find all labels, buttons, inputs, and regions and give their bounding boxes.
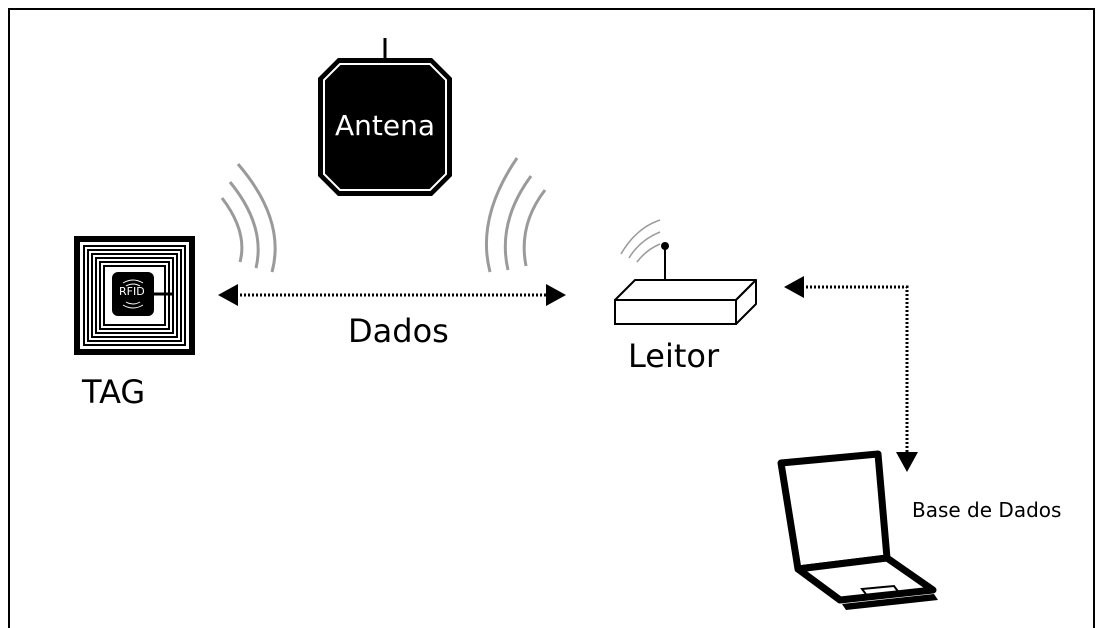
right-radio-waves-icon: [484, 157, 547, 273]
antenna-label: Antena: [335, 109, 436, 142]
rfid-chip-label: RFID: [119, 285, 145, 298]
laptop-icon: [777, 450, 938, 610]
reader-label: Leitor: [628, 337, 720, 375]
reader-database-link-arrow: [784, 276, 918, 472]
database-label: Base de Dados: [912, 498, 1062, 522]
tag-label: TAG: [82, 373, 146, 411]
left-radio-waves-icon: [220, 163, 277, 273]
data-link-label: Dados: [348, 312, 449, 350]
rfid-tag-icon: [74, 236, 195, 355]
antenna-icon: [318, 38, 452, 196]
diagram-border: [8, 8, 1095, 628]
reader-icon: [614, 219, 757, 325]
tag-reader-link-arrow: [218, 284, 566, 306]
